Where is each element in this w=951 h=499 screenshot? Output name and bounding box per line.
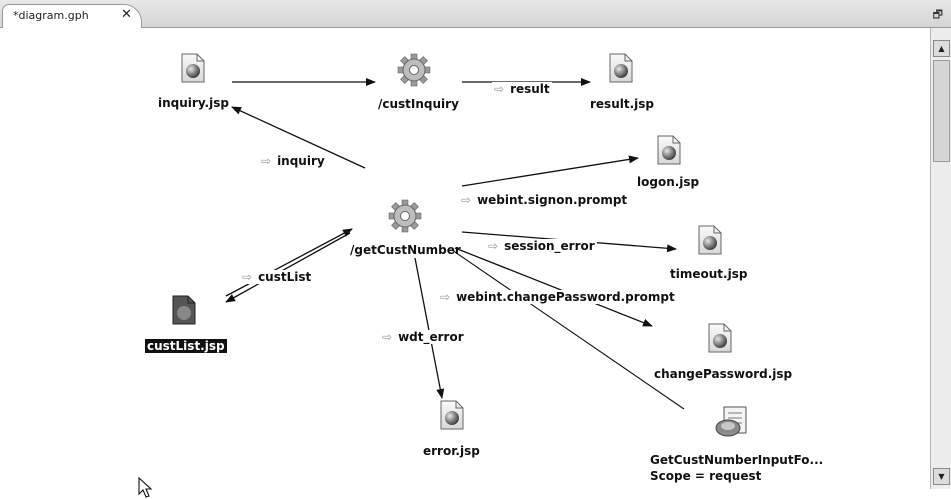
jsp-file-icon	[657, 135, 681, 165]
node-cust-inquiry[interactable]: /custInquiry	[378, 97, 459, 111]
edge-label-signon[interactable]: ⇨webint.signon.prompt	[459, 193, 630, 207]
node-result-jsp[interactable]: result.jsp	[590, 97, 654, 111]
close-icon[interactable]: ✕	[121, 7, 132, 22]
edge-getcust-to-logon	[461, 155, 639, 187]
editor-tab-bar: *diagram.gph ✕ 🗗	[0, 0, 951, 28]
node-timeout-jsp[interactable]: timeout.jsp	[670, 267, 748, 281]
edge-label-inquiry[interactable]: ⇨inquiry	[259, 154, 327, 168]
edge-custlist-to-getcust	[225, 228, 353, 297]
gear-icon	[397, 53, 431, 87]
edge-label-change-password[interactable]: ⇨webint.changePassword.prompt	[438, 290, 677, 304]
maximize-icon[interactable]: 🗗	[932, 8, 943, 21]
jsp-file-icon	[440, 400, 464, 430]
scroll-thumb[interactable]	[933, 60, 950, 162]
node-get-cust-number[interactable]: /getCustNumber	[350, 243, 461, 257]
edge-getcust-to-inquiry	[231, 106, 366, 169]
node-cust-list-jsp[interactable]: custList.jsp	[145, 339, 227, 353]
scroll-up-button[interactable]: ▲	[933, 40, 950, 57]
diagram-edges	[172, 53, 747, 437]
edge-label-result-text: result	[510, 82, 550, 96]
node-logon-jsp[interactable]: logon.jsp	[637, 175, 700, 189]
edge-label-wdt-error-text: wdt_error	[398, 330, 464, 344]
edge-getcust-to-custlist	[225, 232, 351, 303]
edge-label-session-error[interactable]: ⇨session_error	[486, 239, 597, 253]
edge-getcust-to-formbean	[451, 249, 685, 410]
form-bean-icon	[715, 406, 747, 437]
edge-label-wdt-error[interactable]: ⇨wdt_error	[380, 330, 466, 344]
edge-label-change-password-text: webint.changePassword.prompt	[456, 290, 675, 304]
diagram-canvas[interactable]: inquiry.jsp /custInquiry result.jsp logo…	[0, 28, 930, 498]
edge-label-inquiry-text: inquiry	[277, 154, 325, 168]
jsp-file-icon	[698, 225, 722, 255]
node-inquiry-jsp[interactable]: inquiry.jsp	[158, 96, 229, 110]
node-change-password-jsp[interactable]: changePassword.jsp	[654, 367, 793, 381]
jsp-file-icon	[609, 53, 633, 83]
edge-getcust-to-changepassword	[454, 247, 653, 327]
node-form-bean-scope: Scope = request	[650, 469, 762, 483]
edge-getcust-to-error	[414, 257, 445, 399]
gear-icon	[388, 199, 422, 233]
edge-label-cust-list-text: custList	[258, 270, 312, 284]
edge-label-signon-text: webint.signon.prompt	[477, 193, 628, 207]
jsp-file-icon-selected	[172, 295, 196, 325]
editor-tab[interactable]: *diagram.gph ✕	[2, 4, 142, 28]
jsp-file-icon	[708, 323, 732, 353]
vertical-scrollbar[interactable]: ▲ ▼	[930, 28, 951, 489]
node-error-jsp[interactable]: error.jsp	[423, 444, 480, 458]
edge-label-cust-list[interactable]: ⇨custList	[240, 270, 314, 284]
mouse-pointer-icon	[138, 477, 153, 498]
jsp-file-icon	[181, 53, 205, 83]
tab-title: *diagram.gph	[13, 9, 89, 22]
edge-label-result[interactable]: ⇨result	[492, 82, 552, 96]
edge-label-session-error-text: session_error	[504, 239, 595, 253]
node-form-bean-name[interactable]: GetCustNumberInputFo...	[650, 453, 824, 467]
scroll-down-button[interactable]: ▼	[933, 468, 950, 485]
